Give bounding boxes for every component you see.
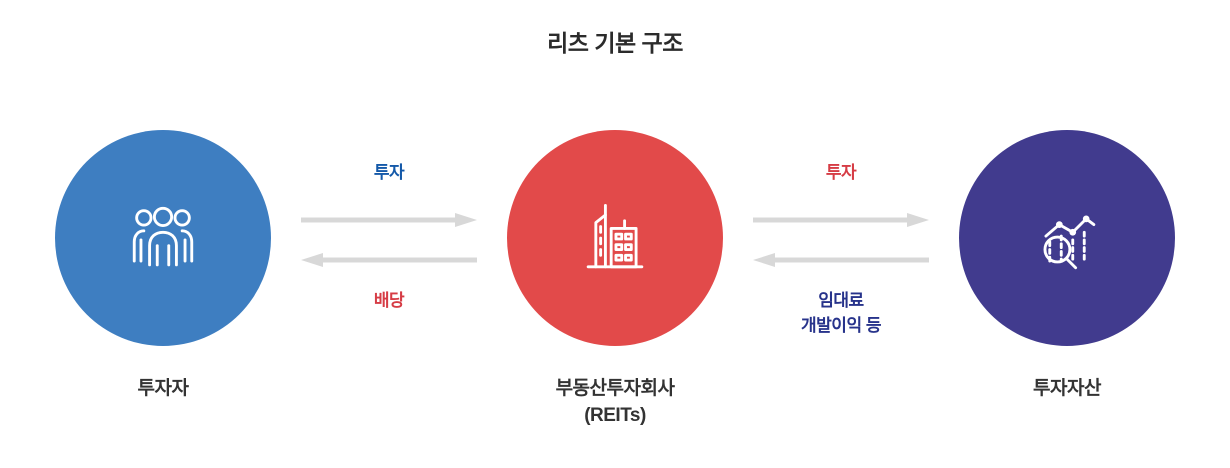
investors-label: 투자자: [137, 378, 189, 399]
flow-label-dividend: 배당: [373, 290, 405, 310]
reits-label-sub: (REITs): [584, 404, 646, 426]
reits-circle: [507, 130, 723, 346]
arrow-right-icon: [751, 212, 931, 228]
people-icon: [117, 192, 209, 284]
flow-label-rent-profit: 임대료 개발이익 등: [801, 290, 881, 336]
flow-group-reits-assets: 투자 임대료 개발이익 등: [746, 160, 936, 339]
node-reits: 부동산투자회사 (REITs): [507, 130, 723, 429]
assets-circle: [959, 130, 1175, 346]
flow-group-investors-reits: 투자 배당: [294, 160, 484, 313]
arrow-left-icon: [299, 252, 479, 268]
diagram-title: 리츠 기본 구조: [547, 30, 683, 56]
flow-label-invest-1: 투자: [373, 163, 405, 182]
diagram-row: 투자자 투자 배당: [0, 130, 1230, 429]
node-assets: 투자자산: [959, 130, 1175, 403]
investors-circle: [55, 130, 271, 346]
assets-label: 투자자산: [1033, 378, 1101, 399]
node-investors: 투자자: [55, 130, 271, 403]
reits-label-main: 부동산투자회사: [555, 378, 675, 399]
flow-label-invest-2: 투자: [825, 163, 857, 182]
reits-label: 부동산투자회사 (REITs): [556, 376, 675, 429]
arrow-right-icon: [299, 212, 479, 228]
buildings-icon: [569, 192, 661, 284]
arrow-left-icon: [751, 252, 931, 268]
chart-magnifier-icon: [1021, 192, 1113, 284]
